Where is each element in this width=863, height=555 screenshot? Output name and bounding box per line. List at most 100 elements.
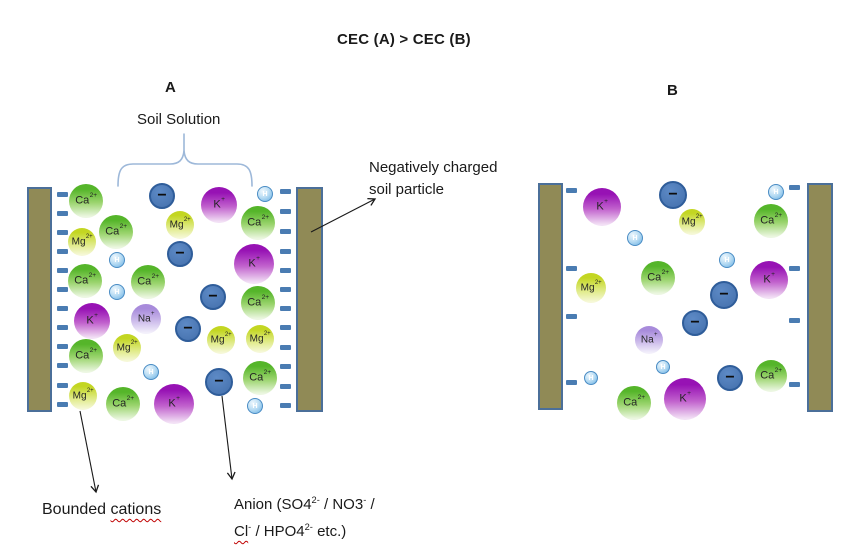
soil-particle-bar xyxy=(27,187,52,412)
ion-h: H xyxy=(247,398,263,414)
negative-charge-dash xyxy=(280,229,291,234)
ion-symbol: − xyxy=(214,373,224,390)
ion-symbol: K+ xyxy=(596,197,608,213)
ion-k: K+ xyxy=(201,187,237,223)
ion-symbol: Mg2+ xyxy=(169,217,191,231)
anion-label: Anion (SO42- / NO3- / Cl- / HPO42- etc.) xyxy=(234,489,375,543)
ion-h: H xyxy=(143,364,159,380)
ion-ca: Ca2+ xyxy=(243,361,277,395)
ion-mg: Mg2+ xyxy=(68,228,96,256)
ion-symbol: Na+ xyxy=(640,332,658,346)
label-segment: - xyxy=(248,522,252,532)
ion-symbol: − xyxy=(719,286,729,303)
ion-ca: Ca2+ xyxy=(131,265,165,299)
ion-mg: Mg2+ xyxy=(576,273,606,303)
ion-ca: Ca2+ xyxy=(69,184,103,218)
ion-h: H xyxy=(627,230,643,246)
ion-symbol: H xyxy=(773,188,779,196)
ion-symbol: Ca2+ xyxy=(647,268,670,284)
ion-symbol: Na+ xyxy=(137,311,155,325)
diagram-b-label: B xyxy=(667,82,678,99)
ion-symbol: Mg2+ xyxy=(116,340,138,354)
ion-symbol: Ca2+ xyxy=(760,211,783,227)
negative-charge-dash xyxy=(280,325,291,330)
ion-h: H xyxy=(257,186,273,202)
label-line: Negatively charged xyxy=(369,159,498,176)
negative-charge-dash xyxy=(280,306,291,311)
ion-symbol: H xyxy=(114,288,120,296)
ion-symbol: K+ xyxy=(86,311,98,327)
ion-mg: Mg2+ xyxy=(207,326,235,354)
figure-title: CEC (A) > CEC (B) xyxy=(337,31,471,48)
ion-symbol: K+ xyxy=(213,195,225,211)
label-segment: 2- xyxy=(304,522,313,532)
soil-particle-bar xyxy=(296,187,323,412)
ion-h: H xyxy=(656,360,670,374)
negative-charge-dash xyxy=(57,230,68,235)
negative-charge-dash xyxy=(280,364,291,369)
soil-solution-brace xyxy=(117,133,253,187)
ion-symbol: H xyxy=(588,374,594,382)
ion-ca: Ca2+ xyxy=(106,387,140,421)
ion-k: K+ xyxy=(154,384,194,424)
ion-mg: Mg2+ xyxy=(69,382,97,410)
ion-anion: − xyxy=(710,281,738,309)
ion-symbol: H xyxy=(148,368,154,376)
ion-ca: Ca2+ xyxy=(754,204,788,238)
ion-k: K+ xyxy=(234,244,274,284)
negative-charge-dash xyxy=(57,325,68,330)
ion-symbol: Mg2+ xyxy=(210,332,232,346)
negative-charge-dash xyxy=(57,249,68,254)
label-line: soil particle xyxy=(369,181,445,198)
ion-k: K+ xyxy=(583,188,621,226)
ion-k: K+ xyxy=(74,303,110,339)
ion-anion: − xyxy=(717,365,743,391)
ion-ca: Ca2+ xyxy=(99,215,133,249)
ion-symbol: Ca2+ xyxy=(75,346,98,362)
ion-symbol: Ca2+ xyxy=(249,368,272,384)
negative-charge-dash xyxy=(280,384,291,389)
negatively-charged-label: Negatively charged soil particle xyxy=(369,157,497,201)
negative-charge-dash xyxy=(280,209,291,214)
soil-solution-label: Soil Solution xyxy=(137,111,221,128)
negative-charge-dash xyxy=(57,192,68,197)
ion-ca: Ca2+ xyxy=(241,206,275,240)
label-segment: / HPO4 xyxy=(251,523,305,540)
label-segment: Bounded xyxy=(42,501,111,518)
ion-h: H xyxy=(109,284,125,300)
ion-ca: Ca2+ xyxy=(68,264,102,298)
ion-symbol: Ca2+ xyxy=(247,213,270,229)
ion-symbol: − xyxy=(157,187,167,204)
ion-symbol: − xyxy=(725,369,735,386)
ion-h: H xyxy=(768,184,784,200)
negative-charge-dash xyxy=(789,382,800,387)
ion-symbol: Mg2+ xyxy=(580,280,602,294)
ion-h: H xyxy=(719,252,735,268)
ion-symbol: − xyxy=(690,314,700,331)
bounded-cations-label: Bounded cations xyxy=(42,501,161,519)
ion-symbol: Ca2+ xyxy=(112,394,135,410)
ion-symbol: K+ xyxy=(168,394,180,410)
ion-symbol: Ca2+ xyxy=(105,222,128,238)
ion-symbol: H xyxy=(632,234,638,242)
negative-charge-dash xyxy=(566,314,577,319)
negative-charge-dash xyxy=(280,403,291,408)
negative-charge-dash xyxy=(280,345,291,350)
negative-charge-dash xyxy=(57,363,68,368)
ion-mg: Mg2+ xyxy=(166,211,194,239)
diagram-a-label: A xyxy=(165,79,176,96)
negative-charge-dash xyxy=(566,380,577,385)
ion-symbol: H xyxy=(262,190,268,198)
ion-anion: − xyxy=(149,183,175,209)
ion-symbol: − xyxy=(183,320,193,337)
negative-charge-dash xyxy=(57,402,68,407)
ion-anion: − xyxy=(200,284,226,310)
ion-mg: Mg2+ xyxy=(113,334,141,362)
ion-symbol: H xyxy=(660,363,666,371)
ion-anion: − xyxy=(205,368,233,396)
ion-symbol: Ca2+ xyxy=(75,191,98,207)
ion-k: K+ xyxy=(664,378,706,420)
negative-charge-dash xyxy=(280,189,291,194)
ion-symbol: − xyxy=(668,186,678,203)
